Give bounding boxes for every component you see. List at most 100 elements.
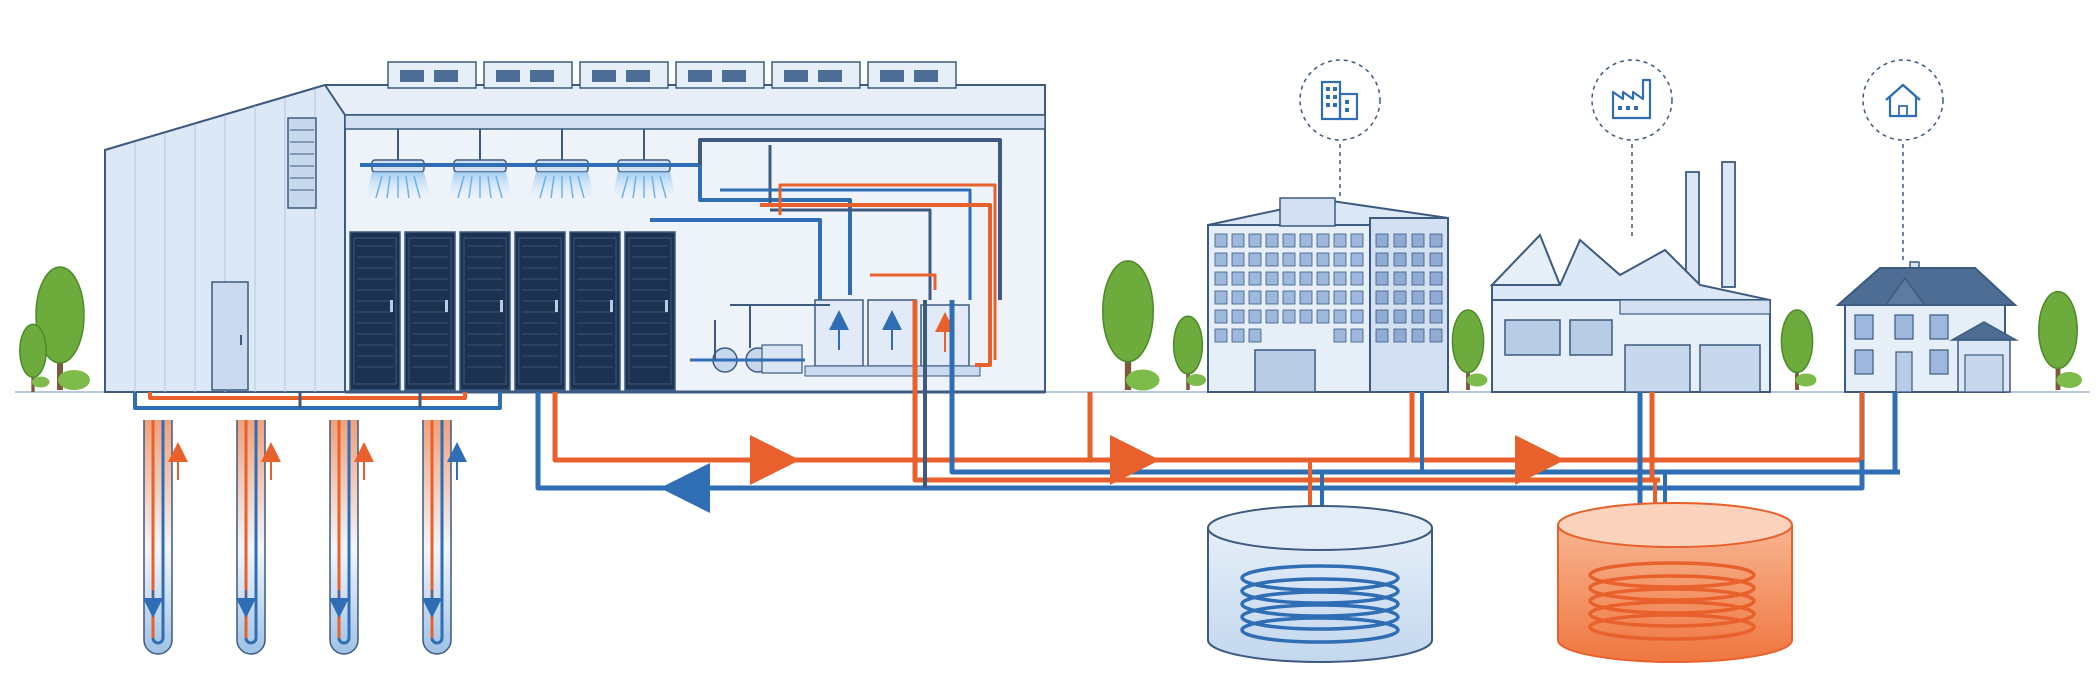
office-window	[1282, 290, 1296, 305]
office-window	[1429, 271, 1443, 286]
office-entrance	[1254, 349, 1316, 393]
chimney	[1721, 161, 1736, 288]
server-rack	[514, 231, 566, 391]
office-window	[1214, 233, 1228, 248]
server-rack	[624, 231, 676, 391]
coil-loop	[1588, 587, 1756, 615]
office-window	[1429, 233, 1443, 248]
coil-loop	[1240, 577, 1400, 605]
office-window	[1231, 271, 1245, 286]
house	[1835, 261, 2019, 393]
flow-arrows	[660, 435, 1565, 513]
office-window	[1282, 271, 1296, 286]
server-rack	[349, 231, 401, 391]
coil-loop	[1588, 613, 1756, 641]
borehole	[329, 420, 374, 655]
vent-grille	[287, 117, 317, 209]
trees	[19, 260, 2082, 392]
server-racks	[349, 231, 676, 391]
tree	[1102, 260, 1160, 391]
hot-heat-exchanger-coil	[1588, 561, 1756, 641]
consumer-icons	[1299, 59, 1944, 262]
office-window	[1214, 290, 1228, 305]
tree	[35, 266, 90, 390]
office-window	[1316, 309, 1330, 324]
office-window	[1393, 233, 1407, 248]
office-window	[1333, 309, 1347, 324]
rooftop-unit	[483, 61, 573, 89]
office-window	[1248, 271, 1262, 286]
office-window	[1265, 233, 1279, 248]
office-window	[1333, 252, 1347, 267]
office-window	[1316, 233, 1330, 248]
cold-heat-exchanger-coil	[1240, 564, 1400, 644]
factory-icon	[1591, 59, 1673, 141]
hot-supply-main	[552, 392, 1093, 463]
office-window	[1282, 309, 1296, 324]
house-door	[1895, 351, 1913, 393]
rooftop-unit	[387, 61, 477, 89]
coil-loop	[1588, 574, 1756, 602]
office-window	[1411, 271, 1425, 286]
office-window	[1375, 271, 1389, 286]
office-window	[1375, 252, 1389, 267]
coil-loop	[1588, 600, 1756, 628]
office-window	[1411, 328, 1425, 343]
office-window	[1248, 252, 1262, 267]
office-windows	[1214, 233, 1443, 343]
office-window	[1299, 309, 1313, 324]
rooftop-unit	[867, 61, 957, 89]
borehole	[143, 420, 188, 655]
tree	[1780, 309, 1817, 390]
office-window	[1231, 290, 1245, 305]
office-window	[1265, 271, 1279, 286]
office-window	[1350, 233, 1364, 248]
coil-loop	[1588, 561, 1756, 589]
office-window	[1231, 233, 1245, 248]
tree	[19, 323, 50, 392]
office-window	[1375, 309, 1389, 324]
office-window	[1248, 309, 1262, 324]
circulation-pumps	[690, 304, 830, 374]
office-window	[1411, 252, 1425, 267]
office-window	[1375, 328, 1389, 343]
tree	[2038, 290, 2082, 390]
office-window	[1350, 328, 1364, 343]
wall-panel-lines	[134, 89, 316, 392]
rooftop-unit	[579, 61, 669, 89]
office-window	[1393, 252, 1407, 267]
office-window	[1316, 290, 1330, 305]
office-window	[1393, 309, 1407, 324]
side-door	[211, 281, 249, 391]
office-window	[1411, 290, 1425, 305]
server-rack	[404, 231, 456, 391]
borehole	[422, 420, 467, 655]
office-window	[1333, 271, 1347, 286]
office-window	[1299, 290, 1313, 305]
coil-loop	[1240, 616, 1400, 644]
coil-loop	[1240, 590, 1400, 618]
boreholes	[143, 420, 467, 655]
coil-loop	[1240, 603, 1400, 631]
server-rack	[569, 231, 621, 391]
office-window	[1350, 252, 1364, 267]
office-window	[1299, 252, 1313, 267]
borehole	[236, 420, 281, 655]
office-window	[1265, 309, 1279, 324]
office-window	[1333, 233, 1347, 248]
office-window	[1316, 252, 1330, 267]
office-window	[1411, 309, 1425, 324]
cold-storage-tank	[1207, 505, 1433, 663]
rooftop-units	[387, 61, 957, 89]
tree	[1451, 309, 1488, 390]
heat-pump-units	[804, 299, 981, 377]
cold-return-main	[535, 392, 1002, 491]
interior-pipework	[360, 138, 1002, 367]
office-window	[1375, 290, 1389, 305]
factory	[1489, 161, 1771, 393]
office-window	[1282, 233, 1296, 248]
office-window	[1248, 233, 1262, 248]
office-window	[1350, 290, 1364, 305]
office-window	[1214, 252, 1228, 267]
